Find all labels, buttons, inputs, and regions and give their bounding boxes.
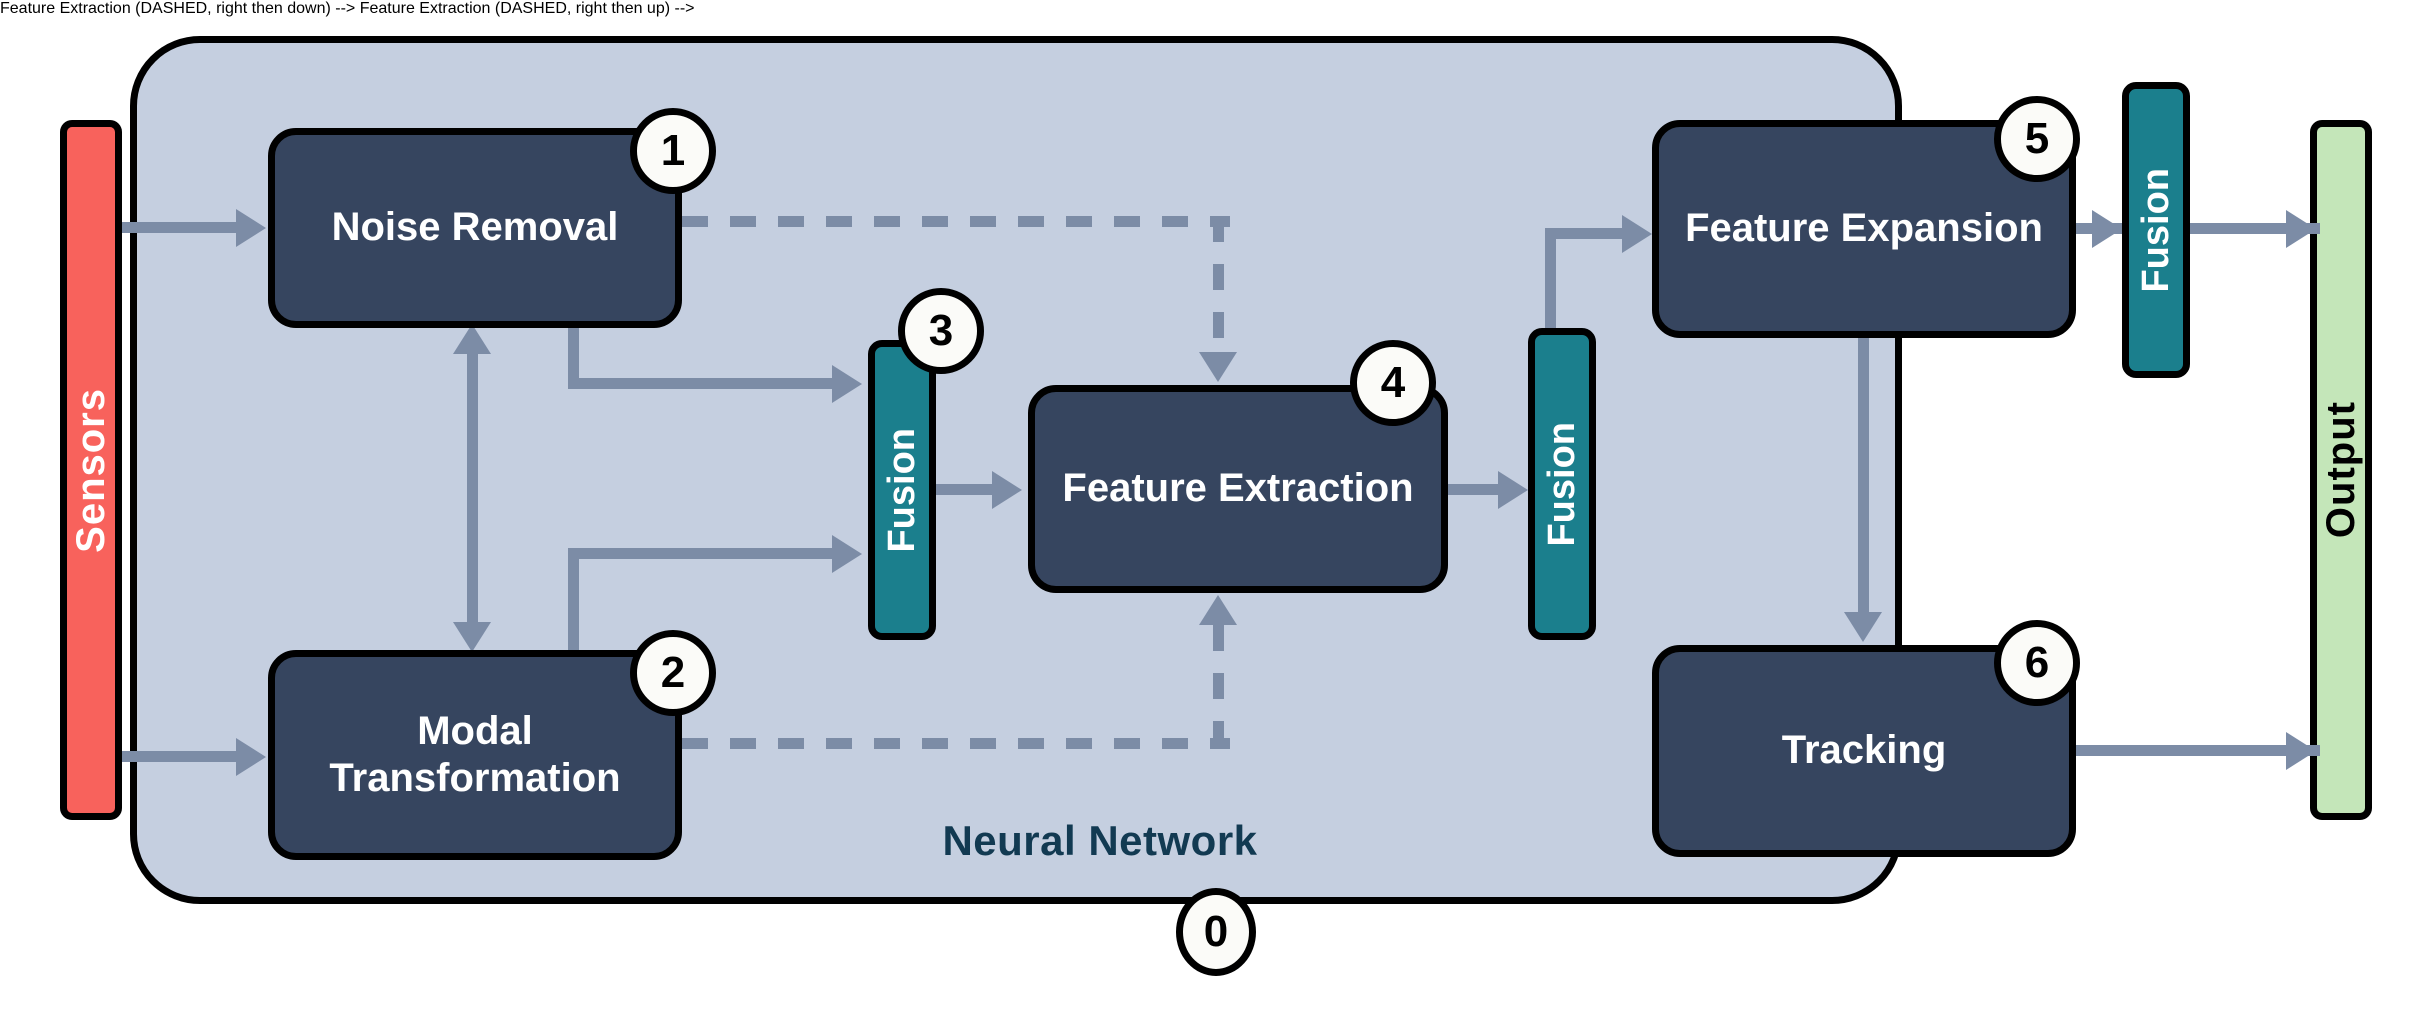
block-fusion-3-label: Fusion — [880, 427, 923, 553]
badge-1-noise-removal[interactable]: 1 — [630, 108, 716, 194]
arrowhead-dashed-into-feature-extraction-bottom — [1199, 595, 1237, 625]
sensors-label: Sensors — [68, 387, 113, 553]
block-fusion-4-label: Fusion — [1540, 421, 1583, 547]
block-noise-removal[interactable]: Noise Removal — [268, 128, 682, 328]
connector-modal-transformation-to-feature-extraction-dashed-horizontal — [682, 738, 1230, 749]
connector-fusion4-to-feature-expansion-vertical — [1545, 228, 1556, 334]
connector-noise-removal-to-fusion3-vertical — [568, 328, 579, 378]
arrowhead-modal-transformation-to-fusion3 — [832, 535, 862, 573]
arrowhead-fusion3-to-feature-extraction — [992, 471, 1022, 509]
arrowhead-sensors-to-noise-removal — [236, 209, 266, 247]
arrowhead-sensors-to-modal-transformation — [236, 738, 266, 776]
block-tracking-label: Tracking — [1781, 728, 1947, 773]
block-modal-transformation[interactable]: Modal Transformation — [268, 650, 682, 860]
connector-fusion3-to-feature-extraction — [936, 484, 998, 495]
connector-sensors-to-noise-removal — [122, 222, 244, 233]
connector-modal-transformation-to-feature-extraction-dashed-vertical — [1213, 625, 1224, 745]
arrowhead-fusion5-to-output — [2286, 210, 2316, 248]
block-feature-extraction[interactable]: Feature Extraction — [1028, 385, 1448, 593]
output-bar[interactable]: Output — [2310, 120, 2372, 820]
block-fusion-5[interactable]: Fusion — [2122, 82, 2190, 378]
badge-4-feature-extraction[interactable]: 4 — [1350, 340, 1436, 426]
arrowhead-feature-extraction-to-fusion4 — [1498, 471, 1528, 509]
block-feature-expansion-label: Feature Expansion — [1685, 206, 2043, 251]
badge-0-neural-network[interactable]: 0 — [1176, 888, 1256, 976]
connector-noise-removal-to-feature-extraction-dashed-horizontal — [682, 216, 1230, 227]
arrowhead-feature-expansion-to-tracking — [1844, 612, 1882, 642]
block-noise-removal-label: Noise Removal — [331, 205, 619, 250]
sensors-input-bar[interactable]: Sensors — [60, 120, 122, 820]
connector-tracking-to-output — [2076, 745, 2320, 756]
badge-2-modal-transformation[interactable]: 2 — [630, 630, 716, 716]
arrowhead-down-to-modal-transformation — [453, 622, 491, 652]
block-fusion-4[interactable]: Fusion — [1528, 328, 1596, 640]
arrowhead-dashed-into-feature-extraction-top — [1199, 352, 1237, 382]
block-feature-extraction-label: Feature Extraction — [1062, 466, 1414, 511]
connector-feature-extraction-to-fusion4 — [1448, 484, 1504, 495]
badge-6-tracking[interactable]: 6 — [1994, 620, 2080, 706]
connector-feature-expansion-to-tracking — [1858, 338, 1869, 618]
arrowhead-fusion4-to-feature-expansion — [1622, 215, 1652, 253]
connector-modal-transformation-to-fusion3-vertical — [568, 548, 579, 658]
block-modal-transformation-label: Modal Transformation — [329, 708, 621, 800]
badge-5-feature-expansion[interactable]: 5 — [1994, 96, 2080, 182]
output-label: Output — [2318, 401, 2363, 539]
arrowhead-noise-removal-to-fusion3 — [832, 365, 862, 403]
connector-fusion4-to-feature-expansion-horizontal — [1545, 228, 1629, 239]
connector-sensors-to-modal-transformation — [122, 751, 244, 762]
arrowhead-feature-expansion-to-fusion5 — [2092, 210, 2122, 248]
badge-3-fusion[interactable]: 3 — [898, 288, 984, 374]
block-fusion-5-label: Fusion — [2134, 167, 2177, 293]
block-fusion-3[interactable]: Fusion — [868, 340, 936, 640]
connector-noise-removal-modal-transformation — [467, 352, 478, 634]
arrowhead-up-to-noise-removal — [453, 324, 491, 354]
connector-noise-removal-to-feature-extraction-dashed-vertical — [1213, 216, 1224, 356]
neural-network-label: Neural Network — [942, 817, 1258, 864]
connector-noise-removal-to-fusion3-horizontal — [568, 378, 840, 389]
connector-fusion5-to-output — [2190, 223, 2320, 234]
connector-modal-transformation-to-fusion3-horizontal — [568, 548, 840, 559]
arrowhead-tracking-to-output — [2286, 732, 2316, 770]
